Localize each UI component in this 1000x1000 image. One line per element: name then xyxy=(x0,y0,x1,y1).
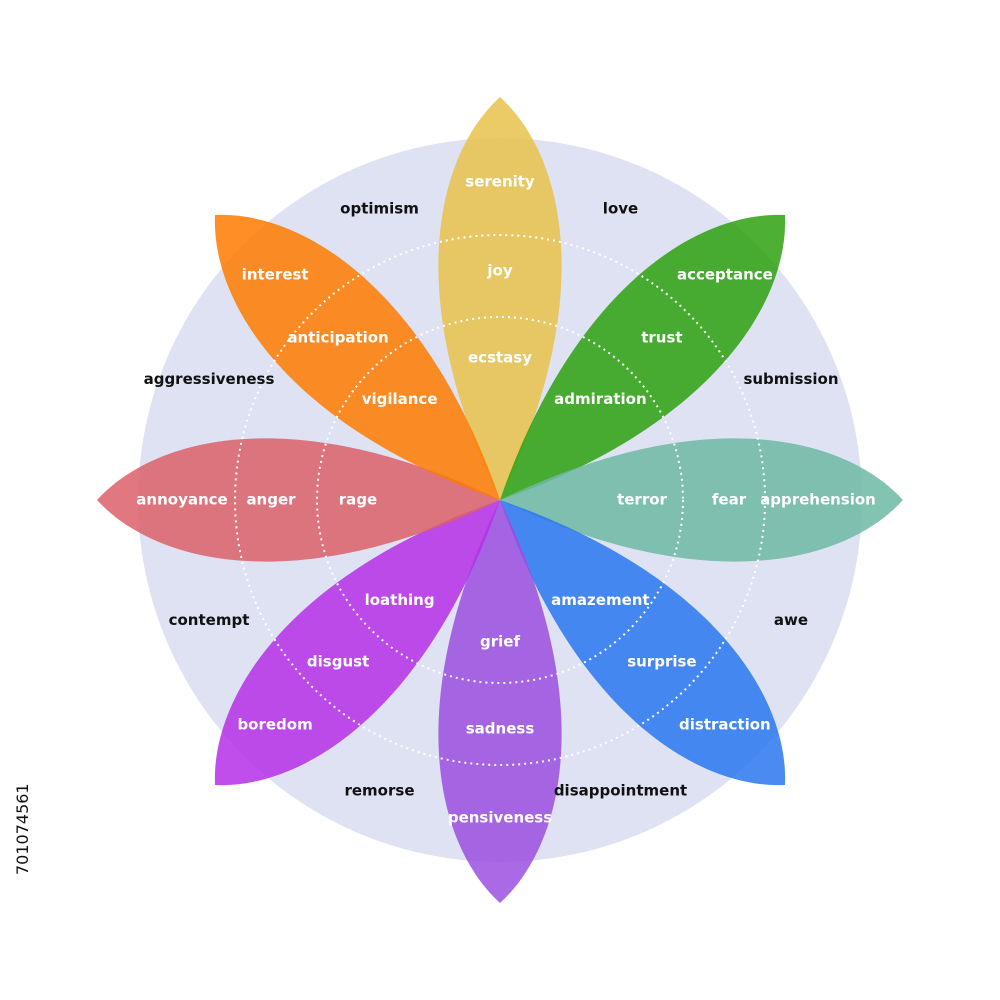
intensity-rings xyxy=(234,234,766,766)
petal-label-surprise-inner: amazement xyxy=(551,591,649,609)
petal-label-disgust-middle: disgust xyxy=(307,652,369,670)
petal-fear xyxy=(500,438,903,562)
petal-label-anticipation-middle: anticipation xyxy=(287,329,388,347)
petal-label-fear-inner: terror xyxy=(617,491,667,509)
petal-label-anticipation-outer: interest xyxy=(242,266,309,284)
petal-label-joy-outer: serenity xyxy=(465,173,535,191)
petal-label-trust-middle: trust xyxy=(641,329,682,347)
ring-outer xyxy=(234,234,766,766)
dyad-labels: love submission awe disappointment remorse co… xyxy=(144,200,839,800)
petal-joy xyxy=(438,97,562,500)
ring-inner xyxy=(316,316,684,684)
dyad-label-remorse: remorse xyxy=(344,782,414,800)
petal-labels: serenity joy ecstasy acceptance trust admirat… xyxy=(136,173,876,827)
petal-label-sadness-outer: pensiveness xyxy=(448,809,552,827)
petal-label-disgust-inner: loathing xyxy=(365,591,435,609)
stock-id-text: 701074561 xyxy=(13,783,32,875)
petal-disgust xyxy=(215,500,500,785)
petal-label-disgust-outer: boredom xyxy=(237,715,312,733)
dyad-label-aggressiveness: aggressiveness xyxy=(144,370,275,388)
petal-label-trust-outer: acceptance xyxy=(677,266,773,284)
petal-label-anticipation-inner: vigilance xyxy=(362,390,438,408)
petal-anger xyxy=(97,438,500,562)
petal-label-anger-middle: anger xyxy=(246,491,296,509)
dyad-label-submission: submission xyxy=(743,370,838,388)
petal-anticipation xyxy=(215,215,500,500)
petal-label-sadness-middle: sadness xyxy=(466,720,535,738)
petal-label-fear-middle: fear xyxy=(712,491,747,509)
petal-label-anger-inner: rage xyxy=(339,491,377,509)
petal-label-anger-outer: annoyance xyxy=(136,491,227,509)
dyad-label-love: love xyxy=(603,200,638,218)
petal-trust xyxy=(500,215,785,500)
petal-label-joy-inner: ecstasy xyxy=(468,349,532,367)
petal-label-surprise-middle: surprise xyxy=(627,652,696,670)
petal-label-sadness-inner: grief xyxy=(480,633,520,651)
petal-label-joy-middle: joy xyxy=(486,262,512,280)
petal-label-surprise-outer: distraction xyxy=(679,715,771,733)
petal-sadness xyxy=(438,500,562,903)
petal-label-fear-outer: apprehension xyxy=(760,491,876,509)
dyad-label-optimism: optimism xyxy=(340,200,419,218)
petal-label-trust-inner: admiration xyxy=(554,390,646,408)
dyad-label-contempt: contempt xyxy=(169,611,250,629)
petal-surprise xyxy=(500,500,785,785)
dyad-label-awe: awe xyxy=(774,611,808,629)
dyad-label-disappointment: disappointment xyxy=(554,782,687,800)
petals-layer xyxy=(97,97,903,903)
